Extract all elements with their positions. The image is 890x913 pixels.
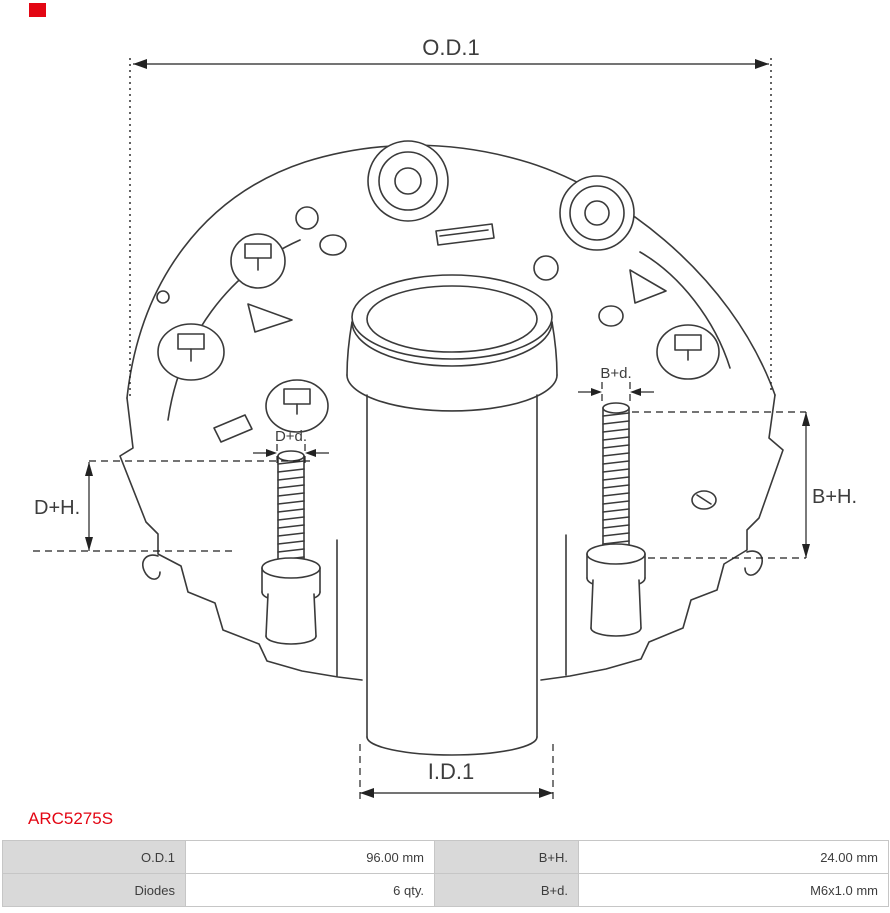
bh-label: B+H. — [812, 486, 857, 508]
right-stud-bolt — [586, 402, 646, 637]
spec-label-bd: B+d. — [434, 873, 579, 907]
spec-value-bd: M6x1.0 mm — [578, 873, 889, 907]
dimension-bd: B+d. — [578, 365, 654, 402]
rectifier-body — [119, 144, 784, 681]
brand-red-square-icon — [29, 3, 46, 17]
dimension-dh: D+H. — [33, 460, 310, 552]
dimension-dd: D+d. — [253, 428, 329, 464]
spec-row: Diodes 6 qty. B+d. M6x1.0 mm — [2, 873, 889, 907]
spec-label-bh: B+H. — [434, 840, 579, 874]
technical-drawing: O.D.1 D+H. D+d. B+d. — [33, 35, 857, 801]
od1-label: O.D.1 — [422, 35, 479, 60]
part-number: ARC5275S — [28, 809, 114, 828]
id1-label: I.D.1 — [428, 759, 474, 784]
spec-label-od1: O.D.1 — [2, 840, 186, 874]
left-stud-bolt — [261, 450, 321, 645]
dd-label: D+d. — [275, 428, 307, 445]
stamped-details — [213, 223, 667, 443]
spec-table: O.D.1 96.00 mm B+H. 24.00 mm Diodes 6 qt… — [2, 840, 889, 907]
spec-value-bh: 24.00 mm — [578, 840, 889, 874]
bd-label: B+d. — [600, 365, 631, 382]
spec-row: O.D.1 96.00 mm B+H. 24.00 mm — [2, 840, 889, 874]
dimension-id1: I.D.1 — [359, 744, 554, 801]
spec-value-od1: 96.00 mm — [185, 840, 435, 874]
dimension-bh: B+H. — [632, 411, 857, 559]
spec-value-diodes: 6 qty. — [185, 873, 435, 907]
diode-holes — [156, 206, 720, 510]
dh-label: D+H. — [34, 497, 80, 519]
center-collar — [346, 274, 558, 756]
dimension-od1: O.D.1 — [129, 35, 772, 396]
mounting-bosses — [367, 140, 635, 251]
spec-label-diodes: Diodes — [2, 873, 186, 907]
